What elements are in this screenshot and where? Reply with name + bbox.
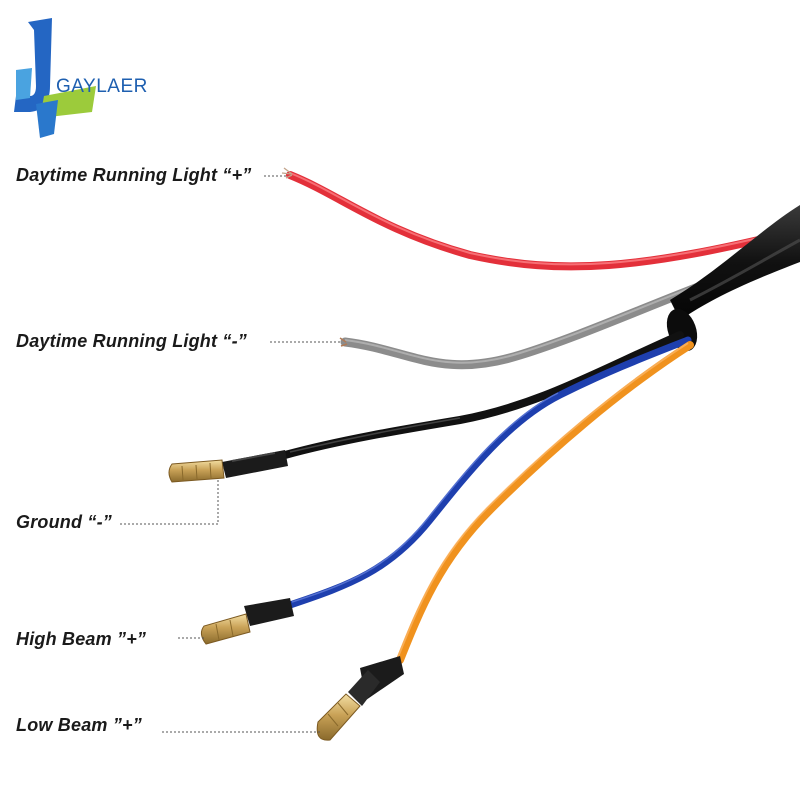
brand-name: GAYLAER xyxy=(56,76,148,97)
wire-ground xyxy=(168,331,684,483)
label-ground: Ground “-” xyxy=(16,512,112,532)
label-drl-positive: Daytime Running Light “+” xyxy=(16,165,252,185)
brand-logo-icon xyxy=(14,18,96,138)
label-drl-negative: Daytime Running Light “-” xyxy=(16,331,247,351)
low-beam-connector-icon xyxy=(316,693,361,741)
leader-line-ground xyxy=(120,480,219,525)
label-high-beam: High Beam ”+” xyxy=(16,629,147,649)
label-low-beam: Low Beam ”+” xyxy=(16,715,142,735)
leader-lines xyxy=(120,175,342,733)
wire-drl-positive xyxy=(281,167,800,271)
ground-connector-icon xyxy=(168,459,225,483)
wire-high-beam xyxy=(200,336,692,645)
high-beam-connector-icon xyxy=(200,613,251,645)
wire-low-beam xyxy=(316,341,694,741)
